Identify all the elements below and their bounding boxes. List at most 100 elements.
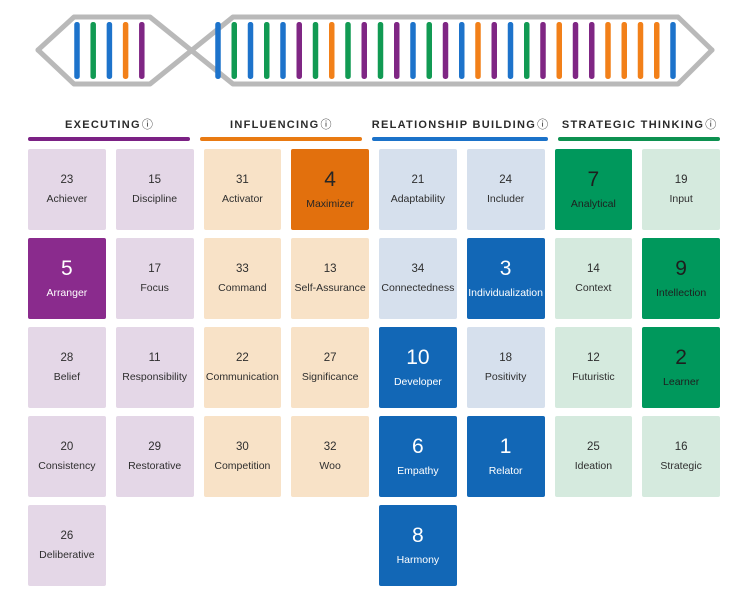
- theme-name: Adaptability: [390, 193, 446, 205]
- dna-bar-orange: [637, 22, 644, 79]
- theme-name: Connectedness: [381, 282, 455, 294]
- domain-headers: EXECUTINGⓘ INFLUENCINGⓘ RELATIONSHIP BUI…: [28, 118, 720, 141]
- theme-rank: 8: [412, 524, 424, 547]
- theme-name: Woo: [319, 460, 341, 472]
- theme-rank: 15: [148, 174, 162, 186]
- empty-cell: [642, 505, 720, 586]
- dna-bar-blue: [106, 22, 113, 79]
- theme-name: Ideation: [574, 460, 613, 472]
- dna-bar-blue: [74, 22, 80, 79]
- theme-name: Significance: [301, 371, 359, 383]
- dna-bar-green: [90, 22, 96, 79]
- dna-bar-green: [345, 22, 351, 79]
- dna-bar-orange: [621, 22, 627, 79]
- domain-header-relationship-building: RELATIONSHIP BUILDINGⓘ: [371, 118, 549, 141]
- theme-rank: 9: [675, 257, 687, 280]
- dna-bar-blue: [410, 22, 416, 79]
- domain-header-strategic-thinking: STRATEGIC THINKINGⓘ: [558, 118, 720, 141]
- dna-bar-blue: [215, 22, 221, 79]
- theme-name: Maximizer: [306, 198, 355, 210]
- theme-name: Developer: [393, 376, 442, 388]
- dna-bar-purple: [572, 22, 579, 79]
- domain-underline: [371, 137, 549, 141]
- theme-name: Focus: [140, 282, 169, 294]
- domain-title: EXECUTINGⓘ: [28, 118, 190, 132]
- info-icon[interactable]: ⓘ: [705, 119, 717, 131]
- theme-rank: 12: [586, 352, 600, 364]
- theme-rank: 17: [148, 263, 162, 275]
- dna-bar-purple: [296, 22, 302, 79]
- dna-bar-orange: [475, 22, 481, 79]
- info-icon[interactable]: ⓘ: [537, 119, 549, 131]
- theme-name: Context: [575, 282, 612, 294]
- theme-rank: 13: [323, 263, 337, 275]
- info-icon[interactable]: ⓘ: [320, 119, 332, 131]
- dna-bar-green: [524, 22, 530, 79]
- theme-rank: 1: [499, 435, 512, 458]
- domain-underline: [199, 137, 362, 141]
- theme-rank: 3: [499, 257, 512, 280]
- dna-bar-purple: [540, 22, 546, 79]
- theme-name: Relator: [488, 465, 523, 477]
- domain-label: INFLUENCING: [230, 119, 320, 131]
- dna-bar-orange: [122, 22, 129, 79]
- dna-bar-green: [264, 22, 270, 79]
- theme-name: Analytical: [570, 198, 616, 210]
- dna-strand-graphic: [35, 14, 715, 87]
- theme-rank: 23: [60, 174, 74, 186]
- theme-rank: 7: [587, 168, 600, 191]
- theme-name: Achiever: [46, 193, 88, 205]
- theme-rank: 4: [324, 168, 336, 191]
- theme-rank: 29: [148, 441, 162, 453]
- dna-bars-group: [74, 22, 676, 79]
- dna-bar-purple: [394, 22, 400, 79]
- theme-rank: 10: [406, 346, 430, 369]
- theme-name: Arranger: [46, 287, 88, 299]
- empty-cell: [204, 505, 282, 586]
- dna-bar-green: [312, 22, 319, 79]
- dna-bar-blue: [670, 22, 676, 79]
- dna-bar-green: [231, 22, 237, 79]
- theme-rank: 2: [675, 346, 687, 369]
- theme-name: Input: [669, 193, 693, 205]
- theme-rank: 18: [499, 352, 513, 364]
- theme-rank: 24: [499, 174, 513, 186]
- domain-title: RELATIONSHIP BUILDINGⓘ: [372, 118, 548, 132]
- theme-name: Command: [218, 282, 267, 294]
- theme-name: Includer: [486, 193, 525, 205]
- dna-ribbon-outline-b: [35, 14, 715, 87]
- dna-bar-blue: [507, 22, 514, 79]
- theme-rank: 21: [411, 174, 425, 186]
- domain-label: EXECUTING: [64, 119, 141, 131]
- dna-bar-purple: [491, 22, 497, 79]
- theme-name: Responsibility: [122, 371, 188, 383]
- theme-rank: 25: [586, 441, 600, 453]
- info-icon[interactable]: ⓘ: [141, 119, 153, 131]
- dna-bar-purple: [361, 22, 367, 79]
- theme-rank: 31: [235, 174, 249, 186]
- dna-bar-green: [377, 22, 384, 79]
- theme-name: Strategic: [660, 460, 702, 472]
